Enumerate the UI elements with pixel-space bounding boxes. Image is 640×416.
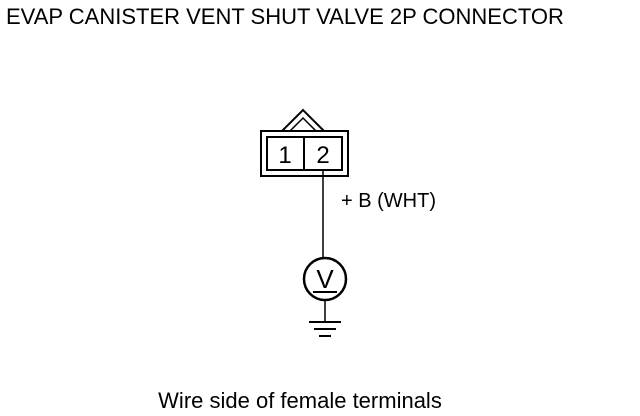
voltmeter-symbol: V [316,264,334,294]
connector-lock-tab-inner [289,116,317,132]
page-title: EVAP CANISTER VENT SHUT VALVE 2P CONNECT… [6,4,564,29]
terminal-1-label: 1 [278,142,291,169]
ground-icon [309,321,341,337]
terminal-2-label: 2 [316,142,329,169]
terminal-2-cell [303,136,343,171]
connector-lock-tab [281,108,325,132]
terminal-1-cell [266,136,305,171]
wire-label: + B (WHT) [341,190,436,212]
diagram-caption: Wire side of female terminals [158,388,442,413]
